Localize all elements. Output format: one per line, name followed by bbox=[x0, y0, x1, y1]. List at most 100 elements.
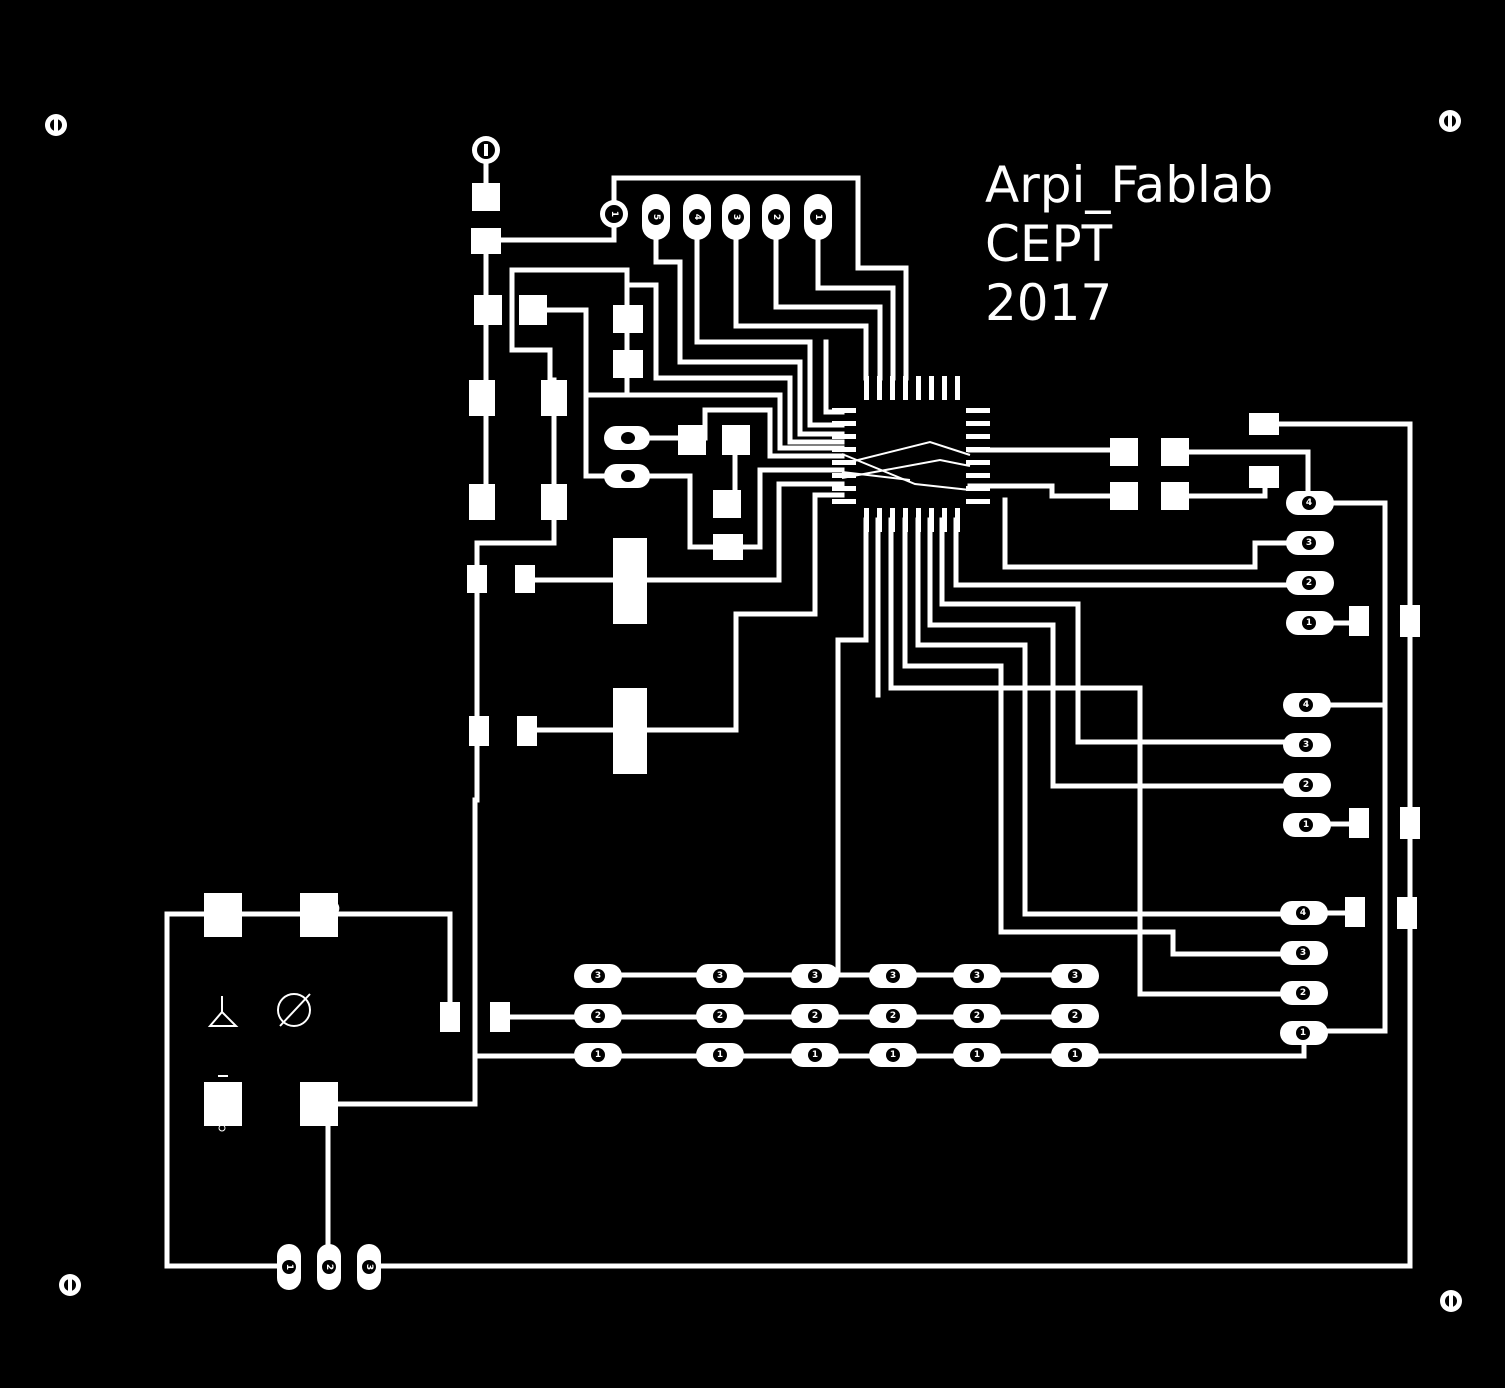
pin-label: 4 bbox=[692, 214, 702, 220]
servo-header-pin: 2 bbox=[869, 1004, 917, 1028]
trace bbox=[1002, 497, 1311, 570]
pin-label: 1 bbox=[1303, 820, 1309, 830]
chip-pin bbox=[955, 376, 960, 400]
chip-pin bbox=[832, 473, 856, 478]
pin-label: 1 bbox=[812, 1050, 818, 1060]
pad bbox=[1161, 438, 1189, 466]
pad bbox=[204, 893, 242, 937]
trace bbox=[653, 217, 845, 437]
pad bbox=[1349, 808, 1369, 838]
chip-pin bbox=[966, 434, 990, 439]
pin-label: 4 bbox=[1300, 908, 1306, 918]
chip-pin bbox=[832, 499, 856, 504]
right-headers: 4 3 2 1 4 3 2 1 4 3 2 1 bbox=[1280, 491, 1334, 1045]
pad bbox=[678, 425, 706, 455]
chip-pin bbox=[877, 508, 882, 532]
servo-header-pin: 2 bbox=[1051, 1004, 1099, 1028]
header-pin: 3 bbox=[722, 194, 750, 240]
trace bbox=[915, 517, 1308, 917]
header-pin: 5 bbox=[642, 194, 670, 240]
chip-pin bbox=[966, 460, 990, 465]
header-pin: 3 bbox=[1283, 733, 1331, 757]
chip-pin bbox=[942, 376, 947, 400]
pad bbox=[300, 1082, 338, 1126]
chip-pin bbox=[966, 499, 990, 504]
trace bbox=[1172, 449, 1311, 505]
header-pin: 2 bbox=[1286, 571, 1334, 595]
pin-label: 2 bbox=[812, 1011, 818, 1021]
chip-pin bbox=[966, 447, 990, 452]
chip-pin bbox=[877, 376, 882, 400]
pin-label: 1 bbox=[890, 1050, 896, 1060]
mounting-holes bbox=[45, 110, 1462, 1312]
pad bbox=[713, 490, 741, 518]
pad bbox=[1345, 897, 1365, 927]
pad bbox=[1400, 807, 1420, 839]
pad bbox=[469, 484, 495, 520]
pad bbox=[541, 380, 567, 416]
diameter-symbol-slash bbox=[279, 993, 311, 1027]
chip-pin bbox=[942, 508, 947, 532]
board-label-line-1: Arpi_Fablab bbox=[985, 156, 1273, 214]
header-pin: 1 bbox=[804, 194, 832, 240]
pin-label: 1 bbox=[717, 1050, 723, 1060]
power-header: 1 2 3 bbox=[277, 1244, 381, 1290]
pin-label: 2 bbox=[1300, 988, 1306, 998]
trace bbox=[773, 217, 883, 381]
pad bbox=[1161, 482, 1189, 510]
header-pin: 3 bbox=[1286, 531, 1334, 555]
trace bbox=[953, 517, 1309, 588]
pin-label: 1 bbox=[1300, 1028, 1306, 1038]
pin-label: 3 bbox=[812, 971, 818, 981]
chip-pin bbox=[903, 508, 908, 532]
pin-label: 1 bbox=[595, 1050, 601, 1060]
trace bbox=[939, 517, 1309, 745]
pad bbox=[713, 534, 743, 560]
pin-label: 2 bbox=[1303, 780, 1309, 790]
mounting-hole bbox=[45, 114, 67, 136]
through-hole-pad bbox=[472, 136, 500, 164]
servo-header-pin: 3 bbox=[791, 964, 839, 988]
servo-header-pin: 3 bbox=[574, 964, 622, 988]
pad bbox=[471, 228, 501, 254]
trace bbox=[702, 407, 845, 459]
regulator-outline bbox=[207, 894, 340, 1132]
pad bbox=[1400, 605, 1420, 637]
trace bbox=[164, 911, 291, 1269]
header-pin: 3 bbox=[1280, 941, 1328, 965]
chip-pin bbox=[832, 460, 856, 465]
header-pin: 2 bbox=[1280, 981, 1328, 1005]
pin-label: 3 bbox=[1300, 948, 1306, 958]
pin-label: 2 bbox=[595, 1011, 601, 1021]
pad bbox=[1110, 482, 1138, 510]
servo-header-pin: 1 bbox=[696, 1043, 744, 1067]
diameter-symbol bbox=[277, 993, 311, 1027]
pad bbox=[472, 183, 500, 211]
trace bbox=[694, 217, 845, 428]
trace bbox=[522, 492, 845, 733]
header-pin: 3 bbox=[357, 1244, 381, 1290]
chip-pin bbox=[832, 421, 856, 426]
header-pin: 4 bbox=[1283, 693, 1331, 717]
pad bbox=[613, 305, 643, 333]
trace bbox=[164, 911, 453, 1020]
header-pin: 1 bbox=[600, 200, 628, 228]
pad bbox=[300, 893, 338, 937]
chip-pin bbox=[832, 486, 856, 491]
header-pin: 1 bbox=[1286, 611, 1334, 635]
trace bbox=[733, 217, 869, 381]
servo-header-pin: 3 bbox=[869, 964, 917, 988]
trace bbox=[724, 467, 845, 550]
pad bbox=[515, 565, 535, 593]
pin-label: 2 bbox=[717, 1011, 723, 1021]
pin-label: 2 bbox=[890, 1011, 896, 1021]
pad bbox=[519, 295, 547, 325]
pin-label: 3 bbox=[731, 214, 741, 220]
trace bbox=[888, 517, 1308, 997]
trace bbox=[841, 458, 971, 479]
chip-pin bbox=[832, 434, 856, 439]
trace bbox=[835, 517, 869, 978]
trace bbox=[611, 175, 909, 381]
pad bbox=[541, 484, 567, 520]
servo-header-pin: 2 bbox=[953, 1004, 1001, 1028]
